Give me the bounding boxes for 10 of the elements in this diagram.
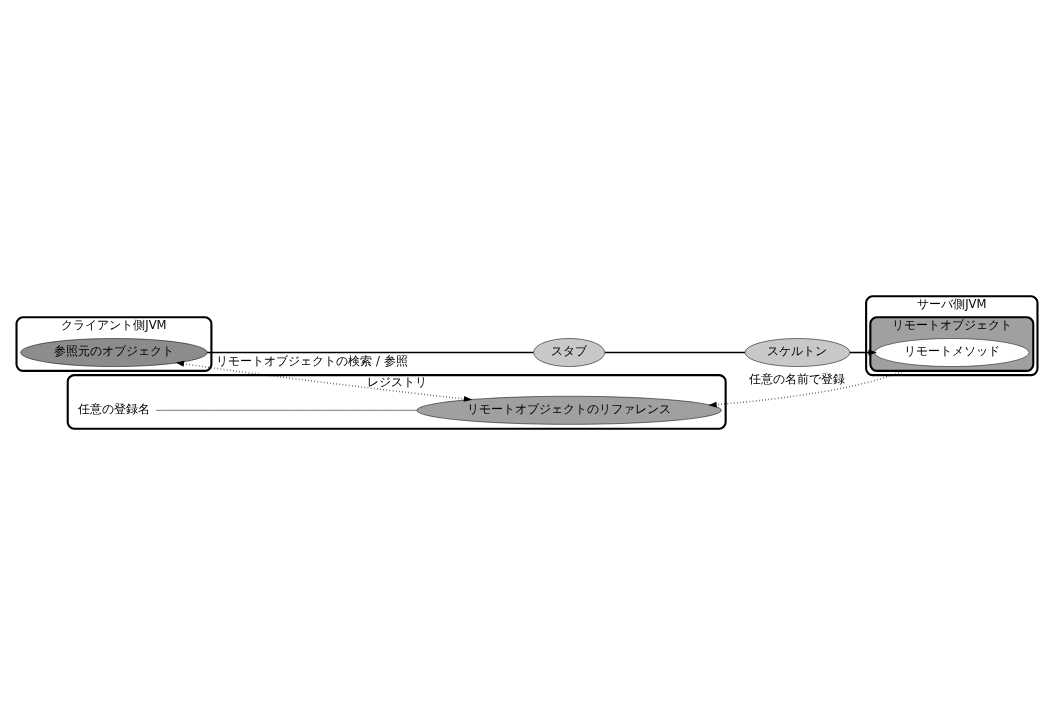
connector: [206, 351, 535, 354]
connector: [604, 351, 746, 354]
node-ellipse: リモートメソッド: [874, 338, 1030, 367]
edge-label: 任意の名前で登録: [749, 372, 846, 387]
arrow: [175, 360, 473, 402]
node-ellipse: スケルトン: [744, 338, 851, 367]
edge-label: リモートオブジェクトの検索 / 参照: [216, 354, 408, 369]
node-text: 任意の登録名: [77, 402, 150, 417]
node-ellipse: スタブ: [533, 338, 605, 367]
arrow: [849, 349, 877, 356]
